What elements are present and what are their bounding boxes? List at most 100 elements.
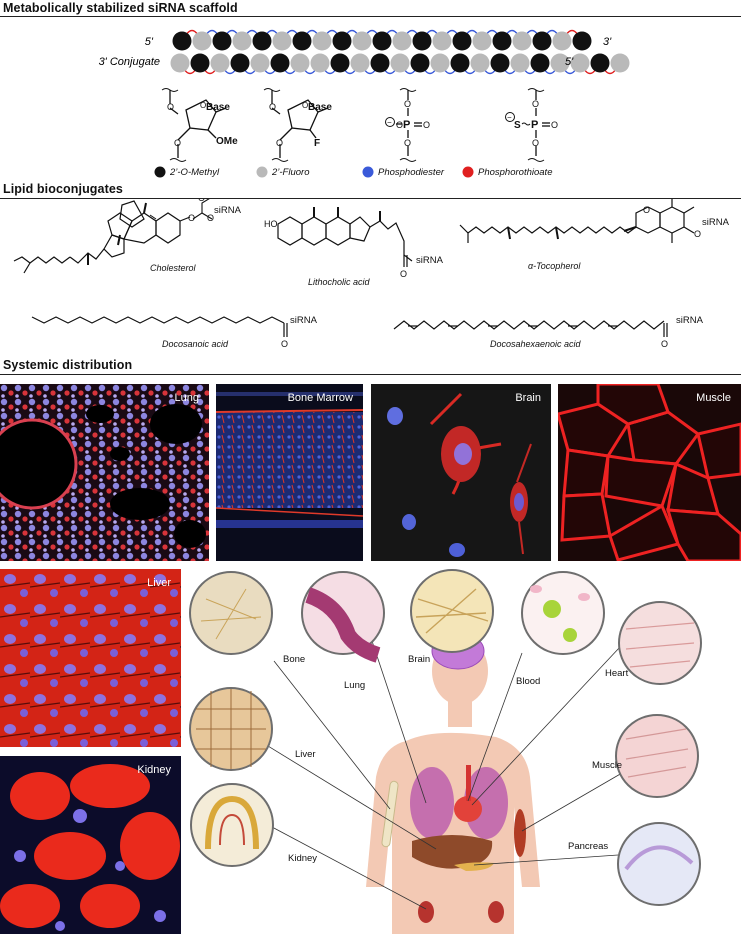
kidney-micrograph: Kidney <box>0 756 181 934</box>
svg-text:O: O <box>174 138 181 148</box>
nucleotide-bead <box>170 53 190 73</box>
bottom-strand-3prime-conjugate: 3' Conjugate <box>99 56 160 68</box>
top-strand-3prime: 3' <box>603 36 612 48</box>
kidney-organ-right <box>488 901 504 923</box>
svg-text:O: O <box>532 99 539 109</box>
nucleotide-bead <box>312 31 332 51</box>
section-divider <box>0 198 741 199</box>
blood-organ-label: Blood <box>516 676 540 687</box>
svg-text:O: O <box>423 120 430 130</box>
svg-text:O: O <box>200 101 206 110</box>
nucleotide-bead <box>370 53 390 73</box>
bone-organ-label: Bone <box>283 654 305 665</box>
section-divider <box>0 374 741 375</box>
lithocholic-acid-label: Lithocholic acid <box>308 277 371 287</box>
carbon-chain <box>31 316 285 324</box>
docosahexaenoic-acid-label: Docosahexaenoic acid <box>490 339 582 349</box>
tocopherol-structure: O O siRNA α-Tocopherol <box>459 199 730 271</box>
svg-text:O: O <box>396 120 403 130</box>
lungs-organ-left <box>410 767 454 839</box>
nucleotide-bead <box>292 31 312 51</box>
nucleotide-bead <box>392 31 412 51</box>
nucleotide-bead <box>490 53 510 73</box>
bottom-strand-5prime: 5' <box>565 56 574 68</box>
liver-organ-label: Liver <box>295 749 316 760</box>
nucleotide-bead <box>492 31 512 51</box>
nucleotide-bead <box>552 31 572 51</box>
legend-swatch <box>462 166 474 178</box>
svg-text:O: O <box>404 99 411 109</box>
svg-text:siRNA: siRNA <box>290 315 318 326</box>
lung-micrograph: Lung <box>0 384 209 561</box>
nucleotide-bead <box>472 31 492 51</box>
muscle-tissue-circle <box>615 714 699 798</box>
nucleotide-bead <box>290 53 310 73</box>
nucleotide-bead <box>432 31 452 51</box>
svg-text:O: O <box>167 102 174 112</box>
nucleotide-bead <box>252 31 272 51</box>
liver-label: Liver <box>147 577 171 589</box>
nucleotide-bead <box>570 53 590 73</box>
legend-label: Phosphodiester <box>378 167 445 178</box>
nucleotide-bead <box>352 31 372 51</box>
sulfur-label: S <box>514 120 521 131</box>
svg-text:O: O <box>551 120 558 130</box>
top-strand <box>172 29 592 51</box>
nucleotide-bead <box>192 31 212 51</box>
omethyl-nucleotide-structure: O O O Base OMe <box>161 88 238 162</box>
section-title-lipids: Lipid bioconjugates <box>3 182 123 196</box>
nucleotide-bead <box>272 31 292 51</box>
pancreas-tissue-circle <box>617 822 701 906</box>
nucleotide-bead <box>270 53 290 73</box>
kidney-organ-left <box>418 901 434 923</box>
connector-lines <box>249 622 623 910</box>
brain-organ-label: Brain <box>408 654 430 665</box>
nucleotide-bead <box>390 53 410 73</box>
legend-label: 2’-Fluoro <box>271 167 310 178</box>
ome-label: OMe <box>216 136 238 147</box>
nucleotide-bead <box>430 53 450 73</box>
nucleotide-bead <box>410 53 430 73</box>
bottom-strand <box>170 53 630 75</box>
blood-tissue-circle <box>521 571 605 655</box>
nucleotide-bead <box>172 31 192 51</box>
svg-text:O: O <box>302 101 308 110</box>
legend-swatch <box>362 166 374 178</box>
sirna-duplex-diagram: 5' 3' 3' Conjugate 5' O O O Base OMe O O… <box>99 29 630 178</box>
section-divider <box>0 16 741 17</box>
liver-micrograph: Liver <box>0 569 181 747</box>
muscle-micrograph: Muscle <box>558 384 741 561</box>
base-label: Base <box>308 102 332 113</box>
legend-label: Phosphorothioate <box>478 167 552 178</box>
brain-tissue-circle <box>410 569 494 653</box>
carbon-chain <box>393 320 665 330</box>
nucleotide-bead <box>550 53 570 73</box>
heart-organ-label: Heart <box>605 668 629 679</box>
svg-text:O: O <box>188 213 195 223</box>
svg-text:siRNA: siRNA <box>214 205 242 216</box>
section-title-distribution: Systemic distribution <box>3 358 133 372</box>
svg-text:O: O <box>400 269 407 279</box>
nucleotide-bead <box>590 53 610 73</box>
nucleotide-bead <box>210 53 230 73</box>
nucleotide-bead <box>510 53 530 73</box>
liver-tissue-circle <box>189 687 273 771</box>
legend-swatch <box>154 166 166 178</box>
svg-text:O: O <box>281 339 288 349</box>
lung-tissue-circle <box>301 571 385 663</box>
svg-text:O: O <box>207 213 214 223</box>
nucleotide-bead <box>450 53 470 73</box>
svg-text:siRNA: siRNA <box>676 315 704 326</box>
svg-text:O: O <box>532 138 539 148</box>
heart-organ <box>454 796 482 822</box>
svg-text:O: O <box>643 205 650 215</box>
bone-tissue-circle <box>189 571 273 655</box>
svg-text:O: O <box>661 339 668 349</box>
svg-text:−: − <box>387 118 392 127</box>
svg-text:O: O <box>198 199 205 203</box>
svg-text:O: O <box>694 229 701 239</box>
kidney-tissue-circle <box>190 783 274 867</box>
body-organ-illustration: Bone Lung Brain Blood Heart Liver Muscle… <box>189 569 702 934</box>
lungs-organ-right <box>464 767 508 839</box>
